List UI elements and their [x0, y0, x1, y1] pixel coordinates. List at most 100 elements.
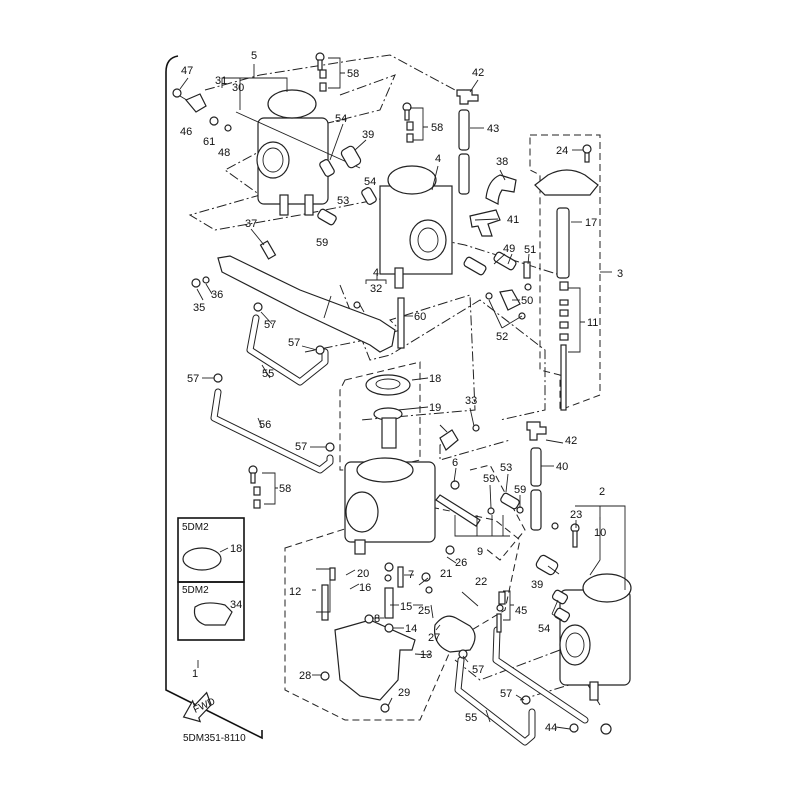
inset-box-1: 5DM2 18 [177, 517, 245, 583]
callout-2: 2 [599, 486, 605, 498]
callout-4-mid: 4 [373, 267, 379, 279]
callout-38: 38 [496, 156, 508, 168]
pipe-49a [463, 256, 487, 276]
tube-43-upper [458, 109, 470, 151]
callout-box-34: 34 [230, 599, 242, 611]
callout-46: 46 [180, 126, 192, 138]
callout-6: 6 [452, 457, 458, 469]
callout-10: 10 [594, 527, 606, 539]
callout-5: 5 [251, 50, 257, 62]
guide-line [304, 294, 476, 421]
callout-1: 1 [192, 668, 198, 680]
t-fitting-41 [469, 209, 501, 237]
sleeve-39 [340, 145, 362, 169]
callout-26: 26 [455, 557, 467, 569]
callout-41: 41 [507, 214, 519, 226]
callout-43: 43 [487, 123, 499, 135]
assembly-frame [165, 55, 263, 740]
callout-16: 16 [359, 582, 371, 594]
callout-32: 32 [370, 283, 382, 295]
tube-43-lower [458, 153, 470, 195]
carburetor-upper-left [235, 89, 361, 216]
sleeve-39b [535, 554, 559, 576]
sleeve-54d [553, 607, 571, 623]
callout-8: 8 [374, 613, 380, 625]
inset-box-2-model: 5DM2 [182, 585, 209, 596]
callout-40: 40 [556, 461, 568, 473]
callout-29: 29 [398, 687, 410, 699]
callout-58-top: 58 [347, 68, 359, 80]
t-fitting-42-lower [526, 421, 547, 441]
callout-57-a: 57 [264, 319, 276, 331]
float-27 [433, 615, 476, 653]
callout-55-lower: 55 [465, 712, 477, 724]
callout-59-low-b: 59 [514, 484, 526, 496]
callout-61: 61 [203, 136, 215, 148]
callout-50: 50 [521, 295, 533, 307]
callout-4-top: 4 [435, 153, 441, 165]
sleeve-53a [317, 208, 337, 226]
vacuum-cover [534, 144, 599, 411]
callout-54-top: 54 [335, 113, 347, 125]
callout-42-top: 42 [472, 67, 484, 79]
inset-box-1-model: 5DM2 [182, 522, 209, 533]
callout-33: 33 [465, 395, 477, 407]
callout-39-low: 39 [531, 579, 543, 591]
callout-57-d: 57 [295, 441, 307, 453]
callout-3: 3 [617, 268, 623, 280]
callout-35: 35 [193, 302, 205, 314]
hose-56 [210, 388, 334, 474]
callout-15: 15 [400, 601, 412, 613]
callout-53-top: 53 [337, 195, 349, 207]
callout-22: 22 [475, 576, 487, 588]
tube-40-upper [530, 447, 542, 487]
callout-60: 60 [414, 311, 426, 323]
callout-19: 19 [429, 402, 441, 414]
callout-57-e: 57 [472, 664, 484, 676]
callout-53-low: 53 [500, 462, 512, 474]
drawing-code: 5DM351-8110 [183, 733, 246, 744]
fwd-arrow-icon: FWD [182, 691, 217, 723]
callout-39-top: 39 [362, 129, 374, 141]
callout-37: 37 [245, 218, 257, 230]
sleeve-54a [319, 159, 335, 177]
guide-line [204, 54, 456, 91]
callout-52: 52 [496, 331, 508, 343]
callout-11: 11 [587, 317, 598, 329]
callout-59-top: 59 [316, 237, 328, 249]
callout-27: 27 [428, 632, 440, 644]
callout-28: 28 [299, 670, 311, 682]
callout-57-f: 57 [500, 688, 512, 700]
callout-54-low: 54 [538, 623, 550, 635]
callout-58-mid: 58 [431, 122, 443, 134]
group-9-outline [469, 464, 526, 561]
t-fitting-42-upper [456, 89, 479, 105]
callout-25: 25 [418, 605, 430, 617]
callout-45: 45 [515, 605, 527, 617]
callout-57-c: 57 [187, 373, 199, 385]
sleeve-54b [361, 187, 377, 205]
group-3-outline [529, 134, 601, 411]
callout-55-upper: 55 [262, 368, 274, 380]
carburetor-lower [344, 457, 436, 555]
callout-51: 51 [524, 244, 536, 256]
callout-23: 23 [570, 509, 582, 521]
callout-59-low-a: 59 [483, 473, 495, 485]
pipe-49b [493, 251, 517, 271]
leader-lines [179, 57, 626, 730]
callout-20: 20 [357, 568, 369, 580]
callout-17: 17 [585, 217, 597, 229]
callout-54-mid: 54 [364, 176, 376, 188]
callout-42-low: 42 [565, 435, 577, 447]
carburetor-upper-right [379, 165, 453, 289]
callout-57-b: 57 [288, 337, 300, 349]
callout-47: 47 [181, 65, 193, 77]
callout-44: 44 [545, 722, 557, 734]
link-bracket [217, 255, 396, 353]
callout-30: 30 [232, 82, 244, 94]
callout-49: 49 [503, 243, 515, 255]
callout-labels: 47 31 30 5 46 61 48 58 58 42 43 54 39 54… [180, 50, 623, 734]
callout-24: 24 [556, 145, 568, 157]
callout-48: 48 [218, 147, 230, 159]
carburetor-lower-right [559, 573, 632, 701]
